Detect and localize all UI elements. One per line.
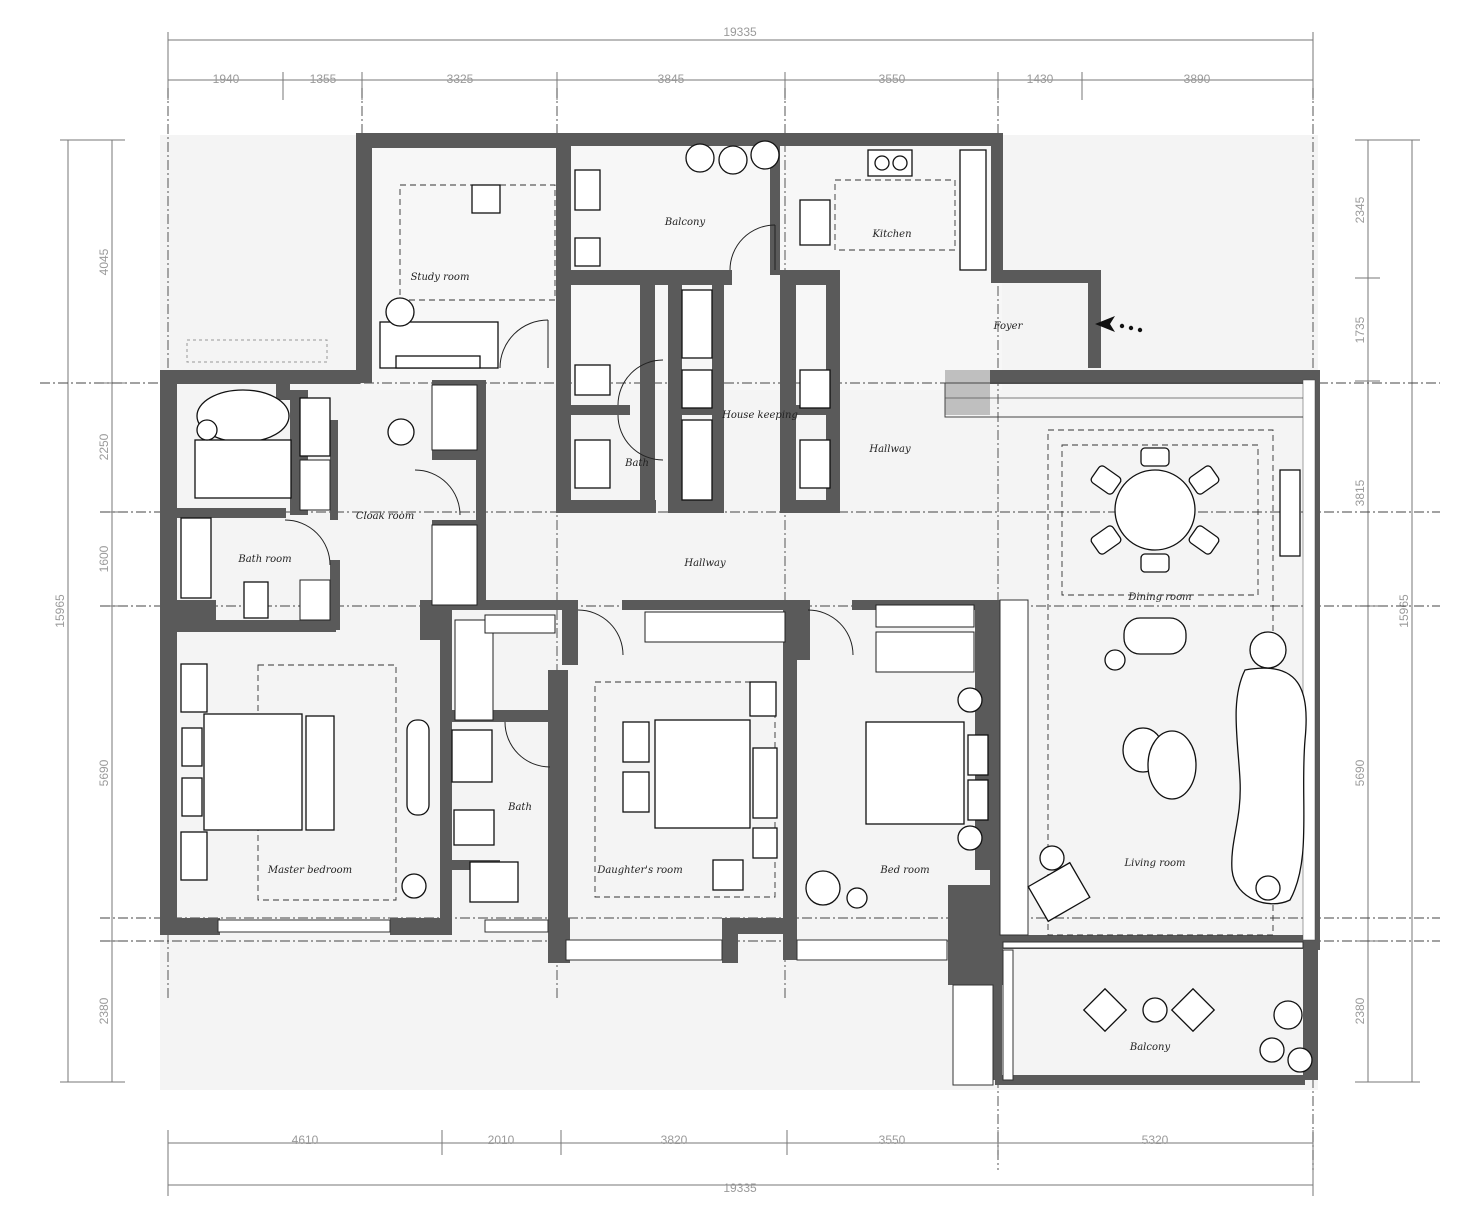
left-dimension-5: 2380 bbox=[97, 997, 111, 1024]
bottom-dimensions: 4610 2010 3820 3550 5320 19335 bbox=[167, 1130, 1314, 1196]
label-balcony-top: Balcony bbox=[664, 217, 706, 228]
bottom-dimension-4: 3550 bbox=[879, 1133, 906, 1147]
right-dimension-4: 5690 bbox=[1353, 759, 1367, 786]
label-dining-room: Dining room bbox=[1127, 592, 1191, 603]
right-dimensions: 2345 1735 3815 5690 2380 15965 bbox=[1353, 139, 1420, 1083]
bottom-total-dimension: 19335 bbox=[723, 1181, 757, 1195]
label-bed-room: Bed room bbox=[879, 865, 929, 876]
door-swings bbox=[284, 224, 854, 768]
top-dimension-1: 1940 bbox=[213, 72, 240, 86]
windows bbox=[186, 339, 1316, 1086]
label-hallway-right: Hallway bbox=[868, 444, 911, 455]
top-dimension-6: 1430 bbox=[1027, 72, 1054, 86]
label-bath-middle: Bath bbox=[507, 802, 532, 813]
bottom-dimension-1: 4610 bbox=[292, 1133, 319, 1147]
walls bbox=[160, 133, 1320, 1085]
label-cloak-room: Cloak room bbox=[356, 511, 414, 522]
right-total-dimension: 15965 bbox=[1397, 594, 1411, 628]
left-dimensions: 15965 4045 2250 1600 5690 2380 bbox=[53, 139, 125, 1083]
label-master-bedroom: Master bedroom bbox=[267, 865, 352, 876]
left-total-dimension: 15965 bbox=[53, 594, 67, 628]
right-dimension-3: 3815 bbox=[1353, 479, 1367, 506]
right-dimension-2: 1735 bbox=[1353, 316, 1367, 343]
left-dimension-4: 5690 bbox=[97, 759, 111, 786]
furniture bbox=[180, 140, 1313, 1073]
top-total-dimension: 19335 bbox=[723, 25, 757, 39]
top-dimension-2: 1355 bbox=[310, 72, 337, 86]
ceiling-outlines bbox=[257, 179, 1274, 936]
label-bath-room: Bath room bbox=[237, 554, 291, 565]
left-dimension-1: 4045 bbox=[97, 248, 111, 275]
right-dimension-5: 2380 bbox=[1353, 997, 1367, 1024]
label-house-keeping: House keeping bbox=[721, 410, 798, 421]
label-foyer: Foyer bbox=[993, 321, 1024, 332]
left-dimension-3: 1600 bbox=[97, 545, 111, 572]
label-balcony-bottom: Balcony bbox=[1129, 1042, 1171, 1053]
label-living-room: Living room bbox=[1123, 858, 1185, 869]
entrance-arrow-icon bbox=[1095, 316, 1143, 333]
label-kitchen: Kitchen bbox=[871, 229, 911, 240]
bottom-dimension-3: 3820 bbox=[661, 1133, 688, 1147]
left-dimension-2: 2250 bbox=[97, 433, 111, 460]
label-hallway-center: Hallway bbox=[683, 558, 726, 569]
top-dimension-4: 3845 bbox=[658, 72, 685, 86]
top-dimension-3: 3325 bbox=[447, 72, 474, 86]
bottom-dimension-5: 5320 bbox=[1142, 1133, 1169, 1147]
label-daughters-room: Daughter's room bbox=[596, 865, 682, 876]
label-bath-small: Bath bbox=[624, 458, 649, 469]
bottom-dimension-2: 2010 bbox=[488, 1133, 515, 1147]
right-dimension-1: 2345 bbox=[1353, 196, 1367, 223]
top-dimension-5: 3550 bbox=[879, 72, 906, 86]
top-dimension-7: 3890 bbox=[1184, 72, 1211, 86]
room-labels: Study room Balcony Kitchen Foyer House k… bbox=[237, 217, 1191, 1053]
label-study-room: Study room bbox=[411, 272, 470, 283]
top-dimensions: 19335 1940 1355 3325 3845 3550 1430 3890 bbox=[167, 25, 1314, 100]
